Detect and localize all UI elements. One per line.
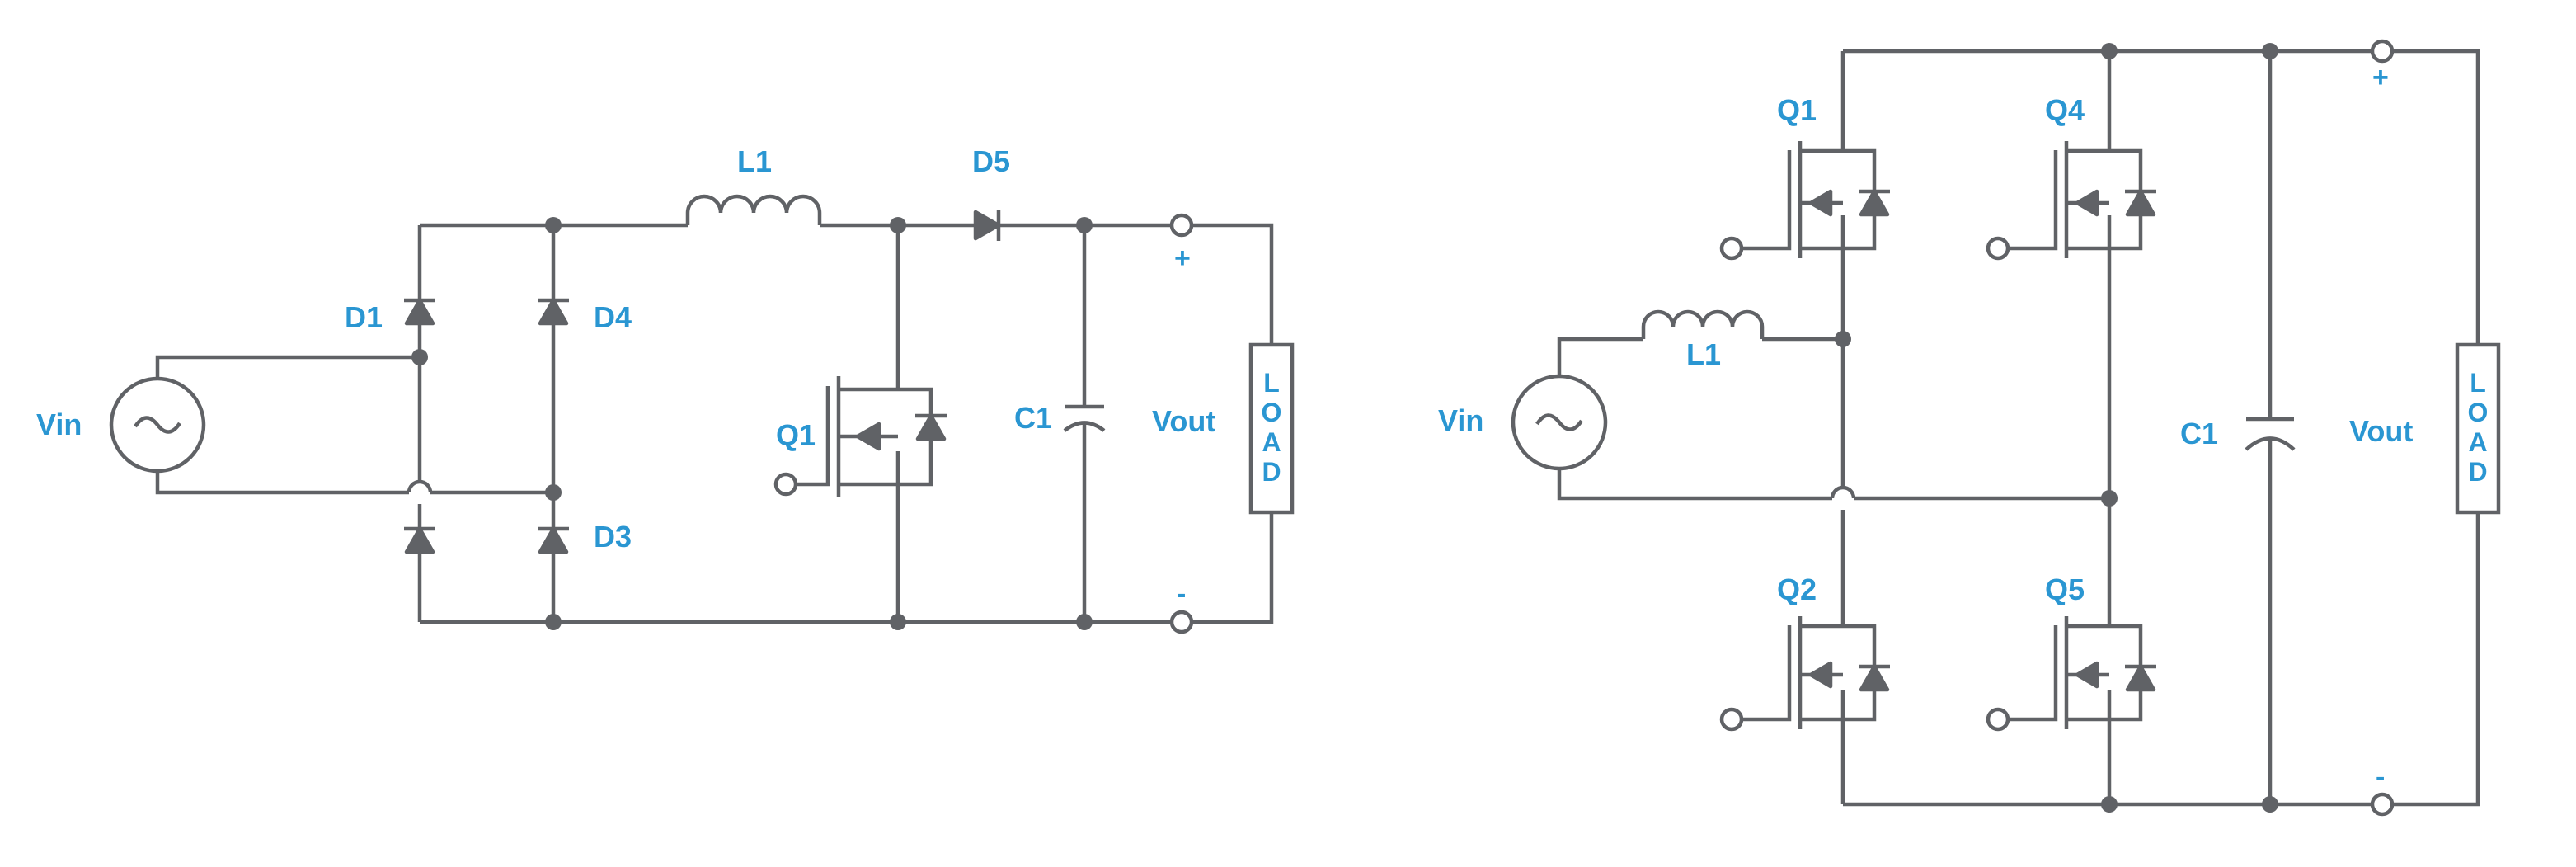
junction-dot: [2262, 43, 2278, 59]
capacitor-c1: [2245, 51, 2296, 804]
diode-d1: [404, 225, 435, 357]
vout-plus-terminal: [2370, 39, 2395, 64]
label-d1: D1: [345, 300, 383, 334]
q5-gate-terminal: [1986, 707, 2010, 732]
label-vin: Vin: [1438, 403, 1483, 437]
q1-gate-terminal: [1719, 236, 1744, 261]
load-letter: D: [2468, 457, 2487, 487]
inductor-l1: [685, 194, 822, 225]
label-vin: Vin: [36, 408, 82, 441]
load-resistor: [2455, 342, 2501, 515]
vout-minus-terminal: [2370, 792, 2395, 817]
junction-dot: [2262, 796, 2278, 813]
junction-dot: [1076, 217, 1093, 233]
label-q1: Q1: [1777, 93, 1817, 127]
load-letter: A: [1262, 427, 1281, 457]
label-minus: -: [1177, 578, 1186, 610]
label-d5: D5: [972, 144, 1010, 178]
junction-dot: [1076, 614, 1093, 630]
load-letter: L: [2470, 368, 2486, 398]
load-resistor: [1248, 342, 1295, 515]
mosfet-q4: [1986, 141, 2156, 261]
capacitor-c1: [1063, 225, 1106, 622]
diode-d4: [538, 225, 569, 529]
mosfet-q2: [1719, 616, 1890, 732]
junction-dot: [2101, 490, 2118, 507]
label-plus: +: [1174, 243, 1191, 274]
junction-dot: [545, 217, 562, 233]
junction-dot: [2101, 796, 2118, 813]
ac-voltage-source: [1511, 337, 1832, 501]
label-c1: C1: [1014, 401, 1052, 435]
label-d3: D3: [594, 520, 632, 554]
label-q1: Q1: [776, 418, 816, 452]
diode-d2: [404, 357, 435, 622]
ac-voltage-source: [109, 355, 420, 495]
vout-plus-terminal: [1169, 213, 1194, 238]
junction-dot: [411, 349, 428, 365]
q1-gate-terminal: [773, 472, 798, 497]
inductor-l1: [1641, 309, 1765, 339]
totem-pole-pfc-schematic: L O A D Vin L1 Q1 Q4 Q2 Q5 C1 Vout + -: [1438, 39, 2501, 817]
label-l1: L1: [737, 144, 772, 178]
label-d4: D4: [594, 300, 632, 334]
vout-minus-terminal: [1169, 610, 1194, 634]
label-l1: L1: [1686, 337, 1721, 371]
diode-d3: [538, 526, 569, 622]
mosfet-q1: [1719, 141, 1890, 261]
junction-dot: [2101, 43, 2118, 59]
label-vout: Vout: [1152, 404, 1215, 438]
junction-dot: [545, 614, 562, 630]
label-q2: Q2: [1777, 573, 1817, 606]
junction-dot: [890, 217, 906, 233]
load-letter: L: [1263, 368, 1280, 398]
load-letter: O: [2468, 398, 2489, 427]
mosfet-q5: [1986, 616, 2156, 732]
q2-gate-terminal: [1719, 707, 1744, 732]
load-letter: O: [1262, 398, 1282, 427]
junction-dot: [545, 484, 562, 501]
junction-dot: [890, 614, 906, 630]
label-c1: C1: [2180, 417, 2218, 450]
diode-d5: [973, 210, 1001, 241]
label-minus: -: [2376, 761, 2385, 793]
label-plus: +: [2372, 62, 2389, 93]
label-q5: Q5: [2045, 573, 2085, 606]
load-letter: D: [1262, 457, 1281, 487]
junction-dot: [1835, 331, 1851, 347]
mosfet-q1: [773, 225, 947, 622]
load-letter: A: [2468, 427, 2487, 457]
label-q4: Q4: [2045, 93, 2085, 127]
label-vout: Vout: [2349, 414, 2413, 448]
q4-gate-terminal: [1986, 236, 2010, 261]
bridge-boost-pfc-schematic: L O A D Vin D1 D4 D3 L1 D5 Q1 C1 Vout + …: [36, 144, 1295, 634]
